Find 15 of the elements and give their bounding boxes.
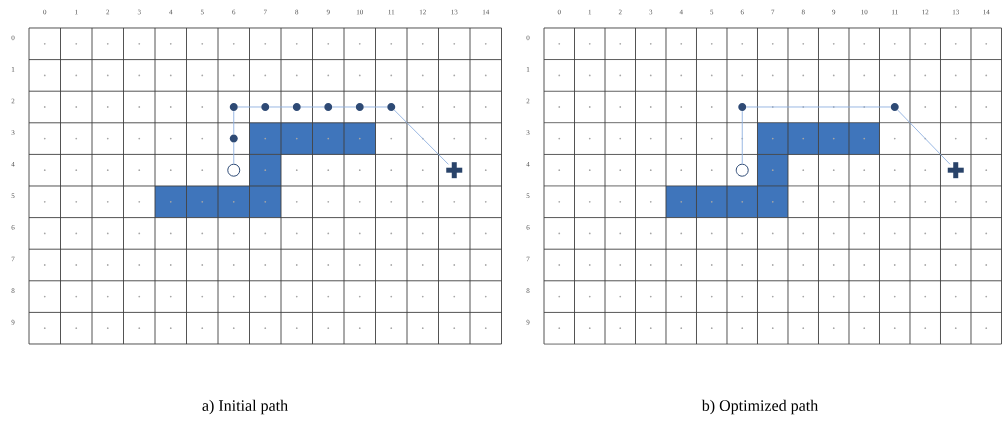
path-line bbox=[897, 109, 951, 165]
path-line bbox=[741, 110, 743, 165]
path-line bbox=[393, 109, 449, 165]
path-line bbox=[237, 106, 262, 108]
goal-cross bbox=[947, 162, 964, 179]
panel-caption: b) Optimized path bbox=[701, 399, 818, 415]
goal-cross bbox=[446, 162, 463, 179]
path-line bbox=[300, 106, 325, 108]
path-line bbox=[269, 106, 293, 108]
path-line bbox=[363, 106, 388, 108]
path-line bbox=[746, 106, 891, 108]
path-line bbox=[233, 110, 235, 135]
path-line bbox=[233, 142, 235, 165]
panel-caption: a) Initial path bbox=[202, 399, 288, 415]
path-line bbox=[332, 106, 356, 108]
